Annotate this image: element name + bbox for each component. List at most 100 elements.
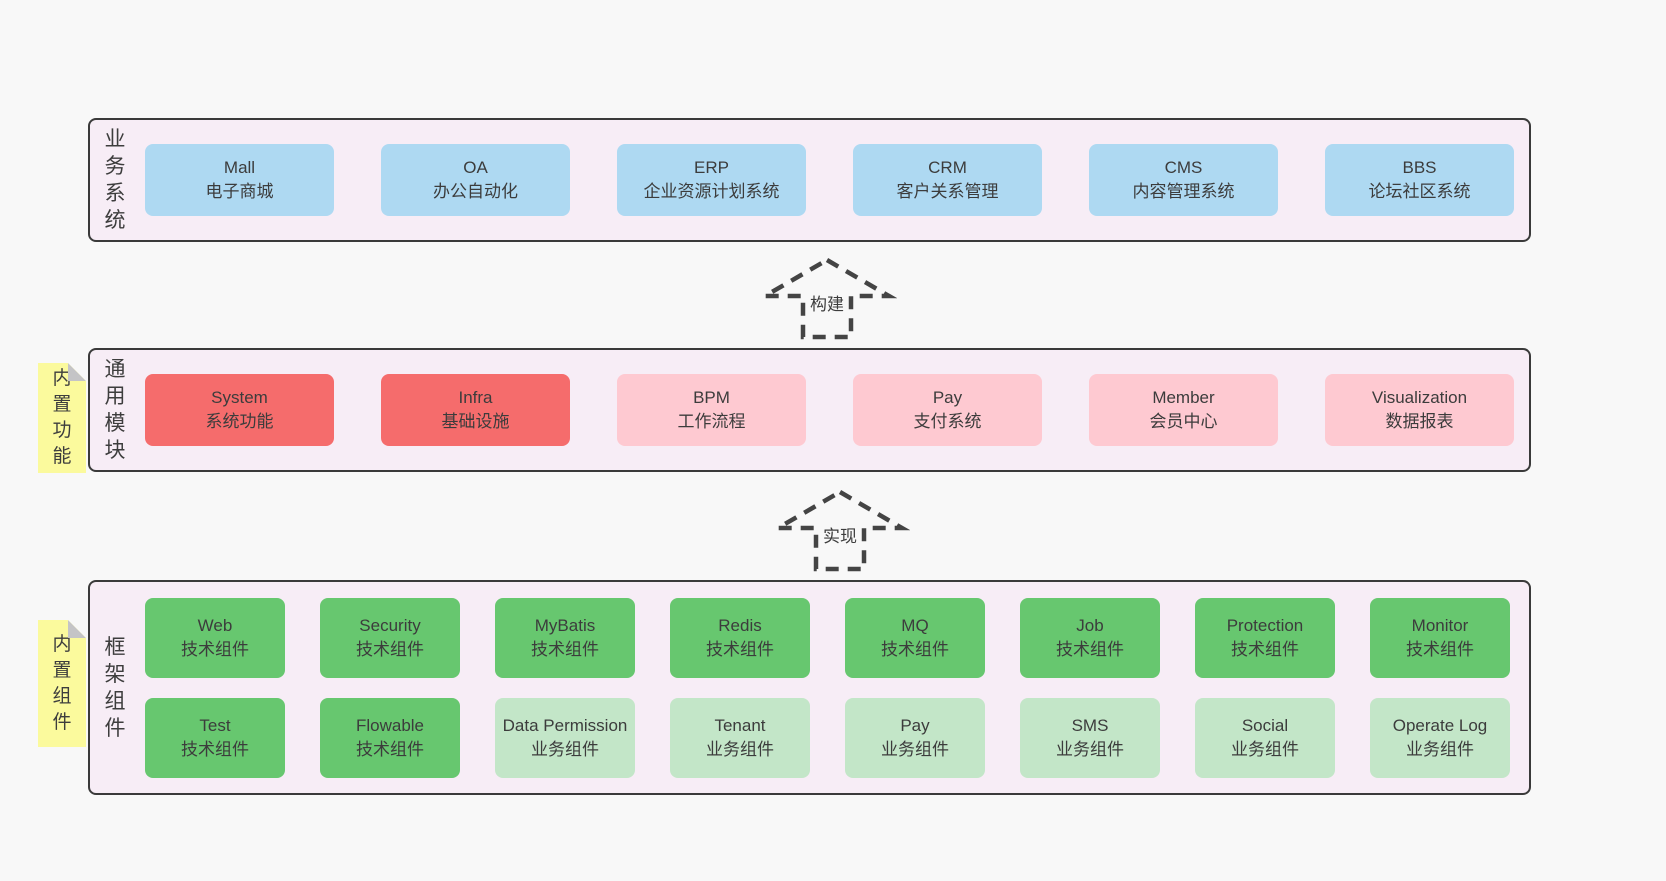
box-desc: 技术组件 [356,639,424,659]
box-desc: 业务组件 [881,739,949,759]
box-desc: 企业资源计划系统 [643,182,780,201]
box-desc: 业务组件 [1231,739,1299,759]
diagram-box-bpm: BPM 工作流程 [617,374,806,446]
box-desc: 系统功能 [205,412,274,431]
diagram-box-operate-log: Operate Log 业务组件 [1370,697,1510,778]
box-desc: 技术组件 [181,639,249,659]
box-name: Member [1152,388,1215,407]
box-desc: 技术组件 [1056,639,1124,659]
box-name: MyBatis [534,615,596,635]
tag-built-in-components: 内置组件 [38,620,86,747]
diagram-box-data-permission: Data Permission 业务组件 [495,697,635,778]
layer-label-framework-components: 框架组件 [104,635,126,740]
box-name: Visualization [1371,388,1468,407]
box-name: Redis [718,615,762,635]
diagram-box-mybatis: MyBatis 技术组件 [495,597,635,678]
box-name: Mall [223,158,256,177]
box-name: Job [1076,615,1104,635]
box-desc: 业务组件 [706,739,774,759]
box-desc: 工作流程 [677,412,746,431]
box-desc: 电子商城 [205,182,274,201]
box-desc: 技术组件 [531,639,599,659]
box-name: OA [463,158,488,177]
diagram-box-crm: CRM 客户关系管理 [853,144,1042,216]
box-name: Pay [900,715,930,735]
box-name: MQ [901,615,929,635]
box-name: Security [359,615,421,635]
box-desc: 论坛社区系统 [1368,182,1471,201]
arrow-build-label: 构建 [807,292,847,317]
box-name: Test [199,715,231,735]
box-desc: 客户关系管理 [896,182,999,201]
diagram-box-oa: OA 办公自动化 [381,144,570,216]
box-name: Infra [458,388,493,407]
tag-built-in-features-label: 内置功能 [52,368,72,467]
box-desc: 数据报表 [1385,412,1454,431]
diagram-box-bbs: BBS 论坛社区系统 [1325,144,1514,216]
box-name: Web [197,615,233,635]
box-name: ERP [694,158,729,177]
arrow-implement: 实现 [770,488,910,572]
box-name: BBS [1402,158,1437,177]
box-name: Operate Log [1392,715,1488,735]
box-name: Protection [1226,615,1304,635]
diagram-box-redis: Redis 技术组件 [670,597,810,678]
box-name: Data Permission [502,715,628,735]
diagram-box-system: System 系统功能 [145,374,334,446]
diagram-box-social: Social 业务组件 [1195,697,1335,778]
box-desc: 技术组件 [1406,639,1474,659]
box-desc: 业务组件 [1056,739,1124,759]
box-name: System [211,388,268,407]
box-desc: 技术组件 [706,639,774,659]
diagram-box-web: Web 技术组件 [145,597,285,678]
tag-built-in-components-label: 内置组件 [52,633,72,733]
arrow-implement-label: 实现 [820,524,860,549]
box-desc: 技术组件 [881,639,949,659]
box-name: CRM [928,158,967,177]
tag-built-in-features: 内置功能 [38,363,86,473]
box-desc: 技术组件 [1231,639,1299,659]
diagram-box-infra: Infra 基础设施 [381,374,570,446]
diagram-box-job: Job 技术组件 [1020,597,1160,678]
diagram-box-pay: Pay 业务组件 [845,697,985,778]
box-name: Social [1241,715,1289,735]
layer-label-business-systems: 业务系统 [104,128,126,232]
arrow-build: 构建 [757,256,897,340]
box-desc: 技术组件 [356,739,424,759]
box-desc: 业务组件 [1406,739,1474,759]
diagram-box-mq: MQ 技术组件 [845,597,985,678]
box-name: Monitor [1411,615,1469,635]
box-desc: 支付系统 [913,412,982,431]
box-desc: 业务组件 [531,739,599,759]
box-name: CMS [1164,158,1203,177]
diagram-box-mall: Mall 电子商城 [145,144,334,216]
diagram-box-tenant: Tenant 业务组件 [670,697,810,778]
diagram-box-member: Member 会员中心 [1089,374,1278,446]
box-name: Tenant [714,715,766,735]
box-desc: 会员中心 [1149,412,1218,431]
box-desc: 技术组件 [181,739,249,759]
layer-label-common-modules: 通用模块 [104,358,126,462]
diagram-box-protection: Protection 技术组件 [1195,597,1335,678]
diagram-box-visualization: Visualization 数据报表 [1325,374,1514,446]
diagram-box-erp: ERP 企业资源计划系统 [617,144,806,216]
diagram-box-security: Security 技术组件 [320,597,460,678]
box-desc: 基础设施 [441,412,510,431]
box-name: BPM [693,388,730,407]
diagram-box-monitor: Monitor 技术组件 [1370,597,1510,678]
box-desc: 办公自动化 [433,182,518,201]
diagram-box-test: Test 技术组件 [145,697,285,778]
